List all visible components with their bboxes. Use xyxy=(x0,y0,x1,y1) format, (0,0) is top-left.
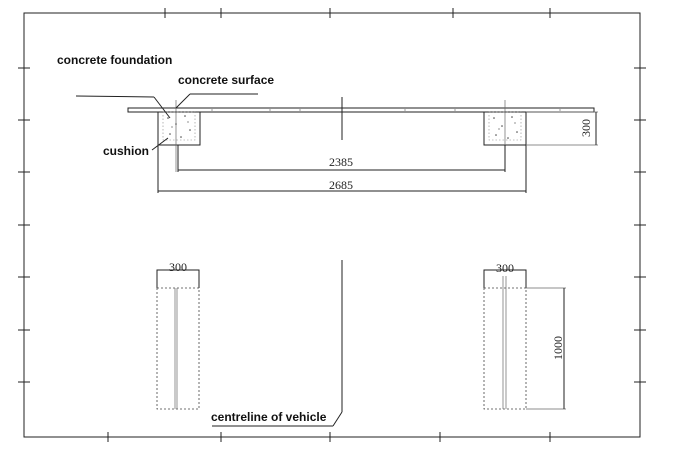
dimension-2685 xyxy=(157,145,527,193)
bottom-ruler-ticks xyxy=(107,432,551,442)
label-cushion: cushion xyxy=(103,144,149,158)
label-concrete-foundation: concrete foundation xyxy=(57,53,172,67)
top-ruler-ticks xyxy=(164,8,551,18)
dimension-2385 xyxy=(177,145,506,172)
dimension-depth-text: 300 xyxy=(579,119,593,137)
leader-concrete-foundation xyxy=(75,95,155,98)
right-plan-pit xyxy=(483,269,527,410)
left-plan-pit xyxy=(156,269,200,410)
dimension-length-text: 1000 xyxy=(551,336,565,360)
dimension-length xyxy=(526,287,566,410)
dimension-2685-text: 2685 xyxy=(329,178,353,192)
dimension-2385-text: 2385 xyxy=(329,155,353,169)
left-foundation-pit xyxy=(157,111,201,146)
left-plan-width-text: 300 xyxy=(169,260,187,274)
label-centreline: centreline of vehicle xyxy=(211,410,327,424)
drawing-frame xyxy=(23,12,641,438)
surface-speckles xyxy=(211,109,561,111)
right-ruler-ticks xyxy=(634,67,646,383)
dimension-depth xyxy=(526,111,598,146)
label-concrete-surface: concrete surface xyxy=(178,73,274,87)
left-ruler-ticks xyxy=(18,67,30,383)
leader-cushion xyxy=(151,137,169,151)
concrete-surface-slab xyxy=(127,107,595,113)
right-plan-width-text: 300 xyxy=(496,261,514,275)
